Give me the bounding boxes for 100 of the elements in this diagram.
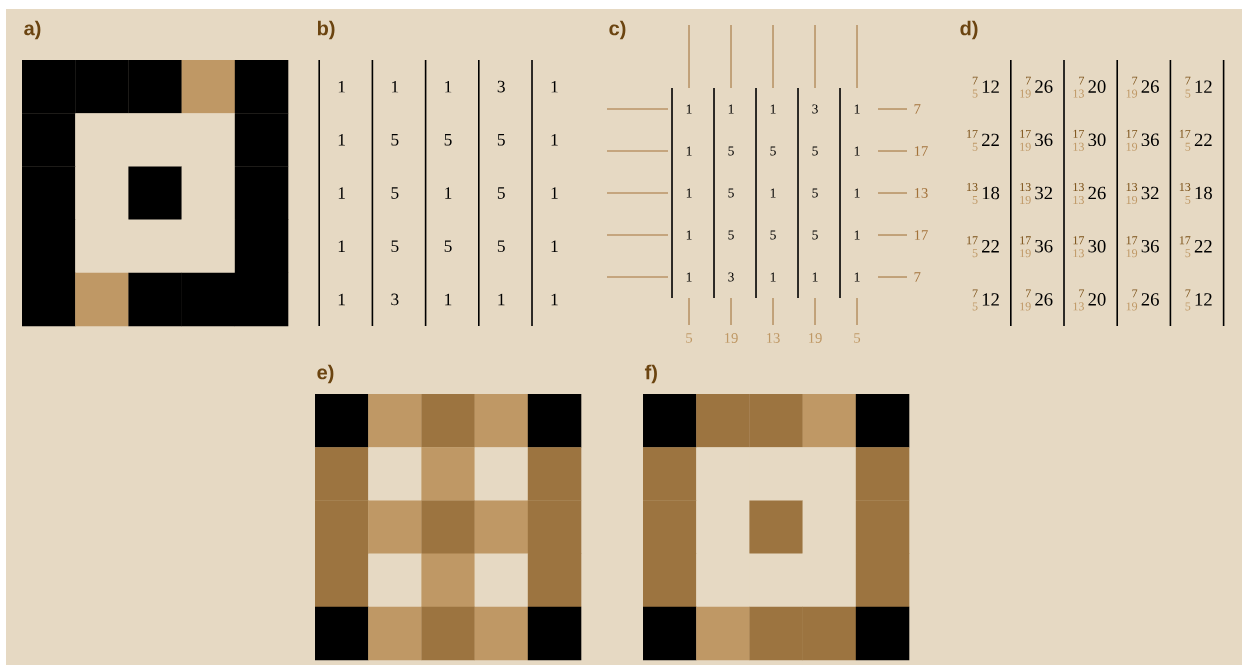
- table-cell-value: 1: [686, 272, 692, 282]
- table-cell-value: 5: [497, 240, 505, 252]
- table-cell-value: 5: [391, 240, 399, 252]
- row-sum-label: 13: [1179, 182, 1191, 192]
- table-cell-value: 3: [391, 293, 399, 306]
- table-cell-value: 1: [338, 134, 345, 146]
- column-sum-label: 19: [1020, 302, 1031, 311]
- table-cell-value: 1: [551, 80, 558, 93]
- column-sum-label: 19: [1126, 142, 1138, 151]
- column-sum-label: 13: [1073, 89, 1084, 98]
- table-cell-value: 5: [497, 187, 505, 199]
- table-cell-value: 1: [551, 240, 558, 252]
- table-cell-value: 1: [770, 104, 776, 114]
- row-sum-label: 17: [1020, 236, 1031, 245]
- column-sum-label: 13: [1073, 142, 1084, 151]
- table-cell-value: 1: [338, 80, 345, 93]
- table-cell-value: 1: [686, 146, 692, 156]
- column-sum-label: 19: [1020, 249, 1031, 258]
- table-cell-value: 22: [1194, 240, 1212, 253]
- row-sum-label: 7: [914, 272, 921, 282]
- table-cell-value: 3: [728, 272, 734, 282]
- panel-label: a): [24, 20, 41, 40]
- column-sum-label: 5: [1185, 89, 1191, 98]
- column-sum-label: 19: [1126, 89, 1138, 98]
- table-cell-value: 5: [728, 146, 734, 156]
- table-cell-value: 1: [392, 80, 399, 93]
- table-cell-value: 1: [445, 80, 452, 93]
- table-cell-value: 1: [728, 104, 734, 114]
- column-sum-label: 5: [972, 249, 978, 258]
- table-cell-value: 5: [770, 146, 776, 156]
- table-cell-value: 20: [1088, 80, 1106, 93]
- row-sum-label: 17: [1073, 236, 1085, 245]
- row-sum-label: 13: [1073, 182, 1084, 192]
- table-cell-value: 12: [1195, 80, 1212, 93]
- table-cell-value: 5: [391, 187, 399, 199]
- column-sum-label: 5: [1185, 196, 1191, 204]
- panel-label: f): [644, 364, 657, 384]
- table-cell-value: 5: [812, 230, 818, 240]
- table-cell-value: 1: [686, 188, 692, 198]
- table-cell-value: 1: [686, 104, 692, 114]
- table-cell-value: 5: [497, 134, 505, 146]
- column-sum-label: 5: [972, 89, 978, 98]
- table-cell-value: 1: [770, 188, 776, 198]
- column-sum-label: 19: [1126, 302, 1138, 311]
- row-sum-label: 17: [967, 236, 978, 245]
- row-sum-label: 7: [1079, 76, 1085, 85]
- row-sum-label: 17: [1073, 129, 1085, 138]
- table-cell-value: 26: [1141, 80, 1159, 93]
- row-sum-label: 13: [1126, 182, 1138, 192]
- table-cell-value: 5: [728, 188, 734, 198]
- row-sum-label: 17: [1179, 236, 1191, 245]
- row-sum-label: 7: [972, 289, 978, 298]
- table-cell-value: 1: [551, 293, 558, 306]
- table-cell-value: 5: [391, 134, 399, 146]
- table-cell-value: 32: [1141, 186, 1159, 200]
- panel-label: c): [609, 20, 626, 40]
- table-cell-value: 32: [1035, 186, 1053, 200]
- column-sum-label: 5: [854, 333, 861, 343]
- row-sum-label: 7: [1132, 76, 1138, 85]
- table-cell-value: 36: [1035, 133, 1053, 147]
- table-cell-value: 12: [982, 293, 999, 306]
- table-cell-value: 18: [982, 186, 1000, 200]
- table-cell-value: 20: [1088, 293, 1106, 306]
- row-sum-label: 7: [1132, 289, 1138, 298]
- column-sum-label: 5: [1185, 302, 1191, 311]
- table-cell-value: 26: [1035, 80, 1053, 93]
- table-cell-value: 36: [1141, 133, 1159, 147]
- table-cell-value: 1: [854, 188, 860, 198]
- table-cell-value: 30: [1088, 239, 1106, 253]
- table-cell-value: 22: [982, 133, 999, 146]
- row-sum-label: 13: [914, 188, 928, 198]
- column-sum-label: 19: [1126, 249, 1138, 258]
- row-sum-label: 7: [1185, 289, 1191, 298]
- table-cell-value: 1: [551, 134, 558, 146]
- column-sum-label: 13: [1073, 195, 1084, 205]
- panel-label: b): [317, 20, 335, 40]
- table-cell-value: 5: [728, 230, 734, 240]
- column-sum-label: 5: [972, 196, 978, 204]
- table-cell-value: 1: [770, 272, 776, 282]
- table-cell-value: 3: [497, 80, 505, 93]
- row-sum-label: 17: [914, 146, 928, 156]
- row-sum-label: 17: [1020, 129, 1031, 138]
- row-sum-label: 13: [1020, 182, 1031, 192]
- table-cell-value: 1: [338, 187, 345, 199]
- table-cell-value: 36: [1141, 239, 1159, 253]
- table-cell-value: 1: [854, 146, 860, 156]
- row-sum-label: 7: [1026, 289, 1031, 298]
- column-sum-label: 5: [972, 142, 978, 151]
- panel-label: d): [960, 20, 978, 40]
- column-sum-label: 19: [1020, 142, 1031, 151]
- row-sum-label: 7: [972, 76, 978, 85]
- table-cell-value: 30: [1088, 133, 1106, 147]
- column-sum-label: 13: [1073, 302, 1084, 311]
- row-sum-label: 17: [1179, 129, 1191, 138]
- table-cell-value: 26: [1088, 186, 1106, 200]
- column-sum-label: 19: [1020, 89, 1031, 98]
- column-sum-label: 13: [766, 333, 780, 343]
- column-sum-label: 19: [1126, 195, 1138, 205]
- column-sum-label: 5: [972, 302, 978, 311]
- column-sum-label: 5: [1185, 142, 1191, 151]
